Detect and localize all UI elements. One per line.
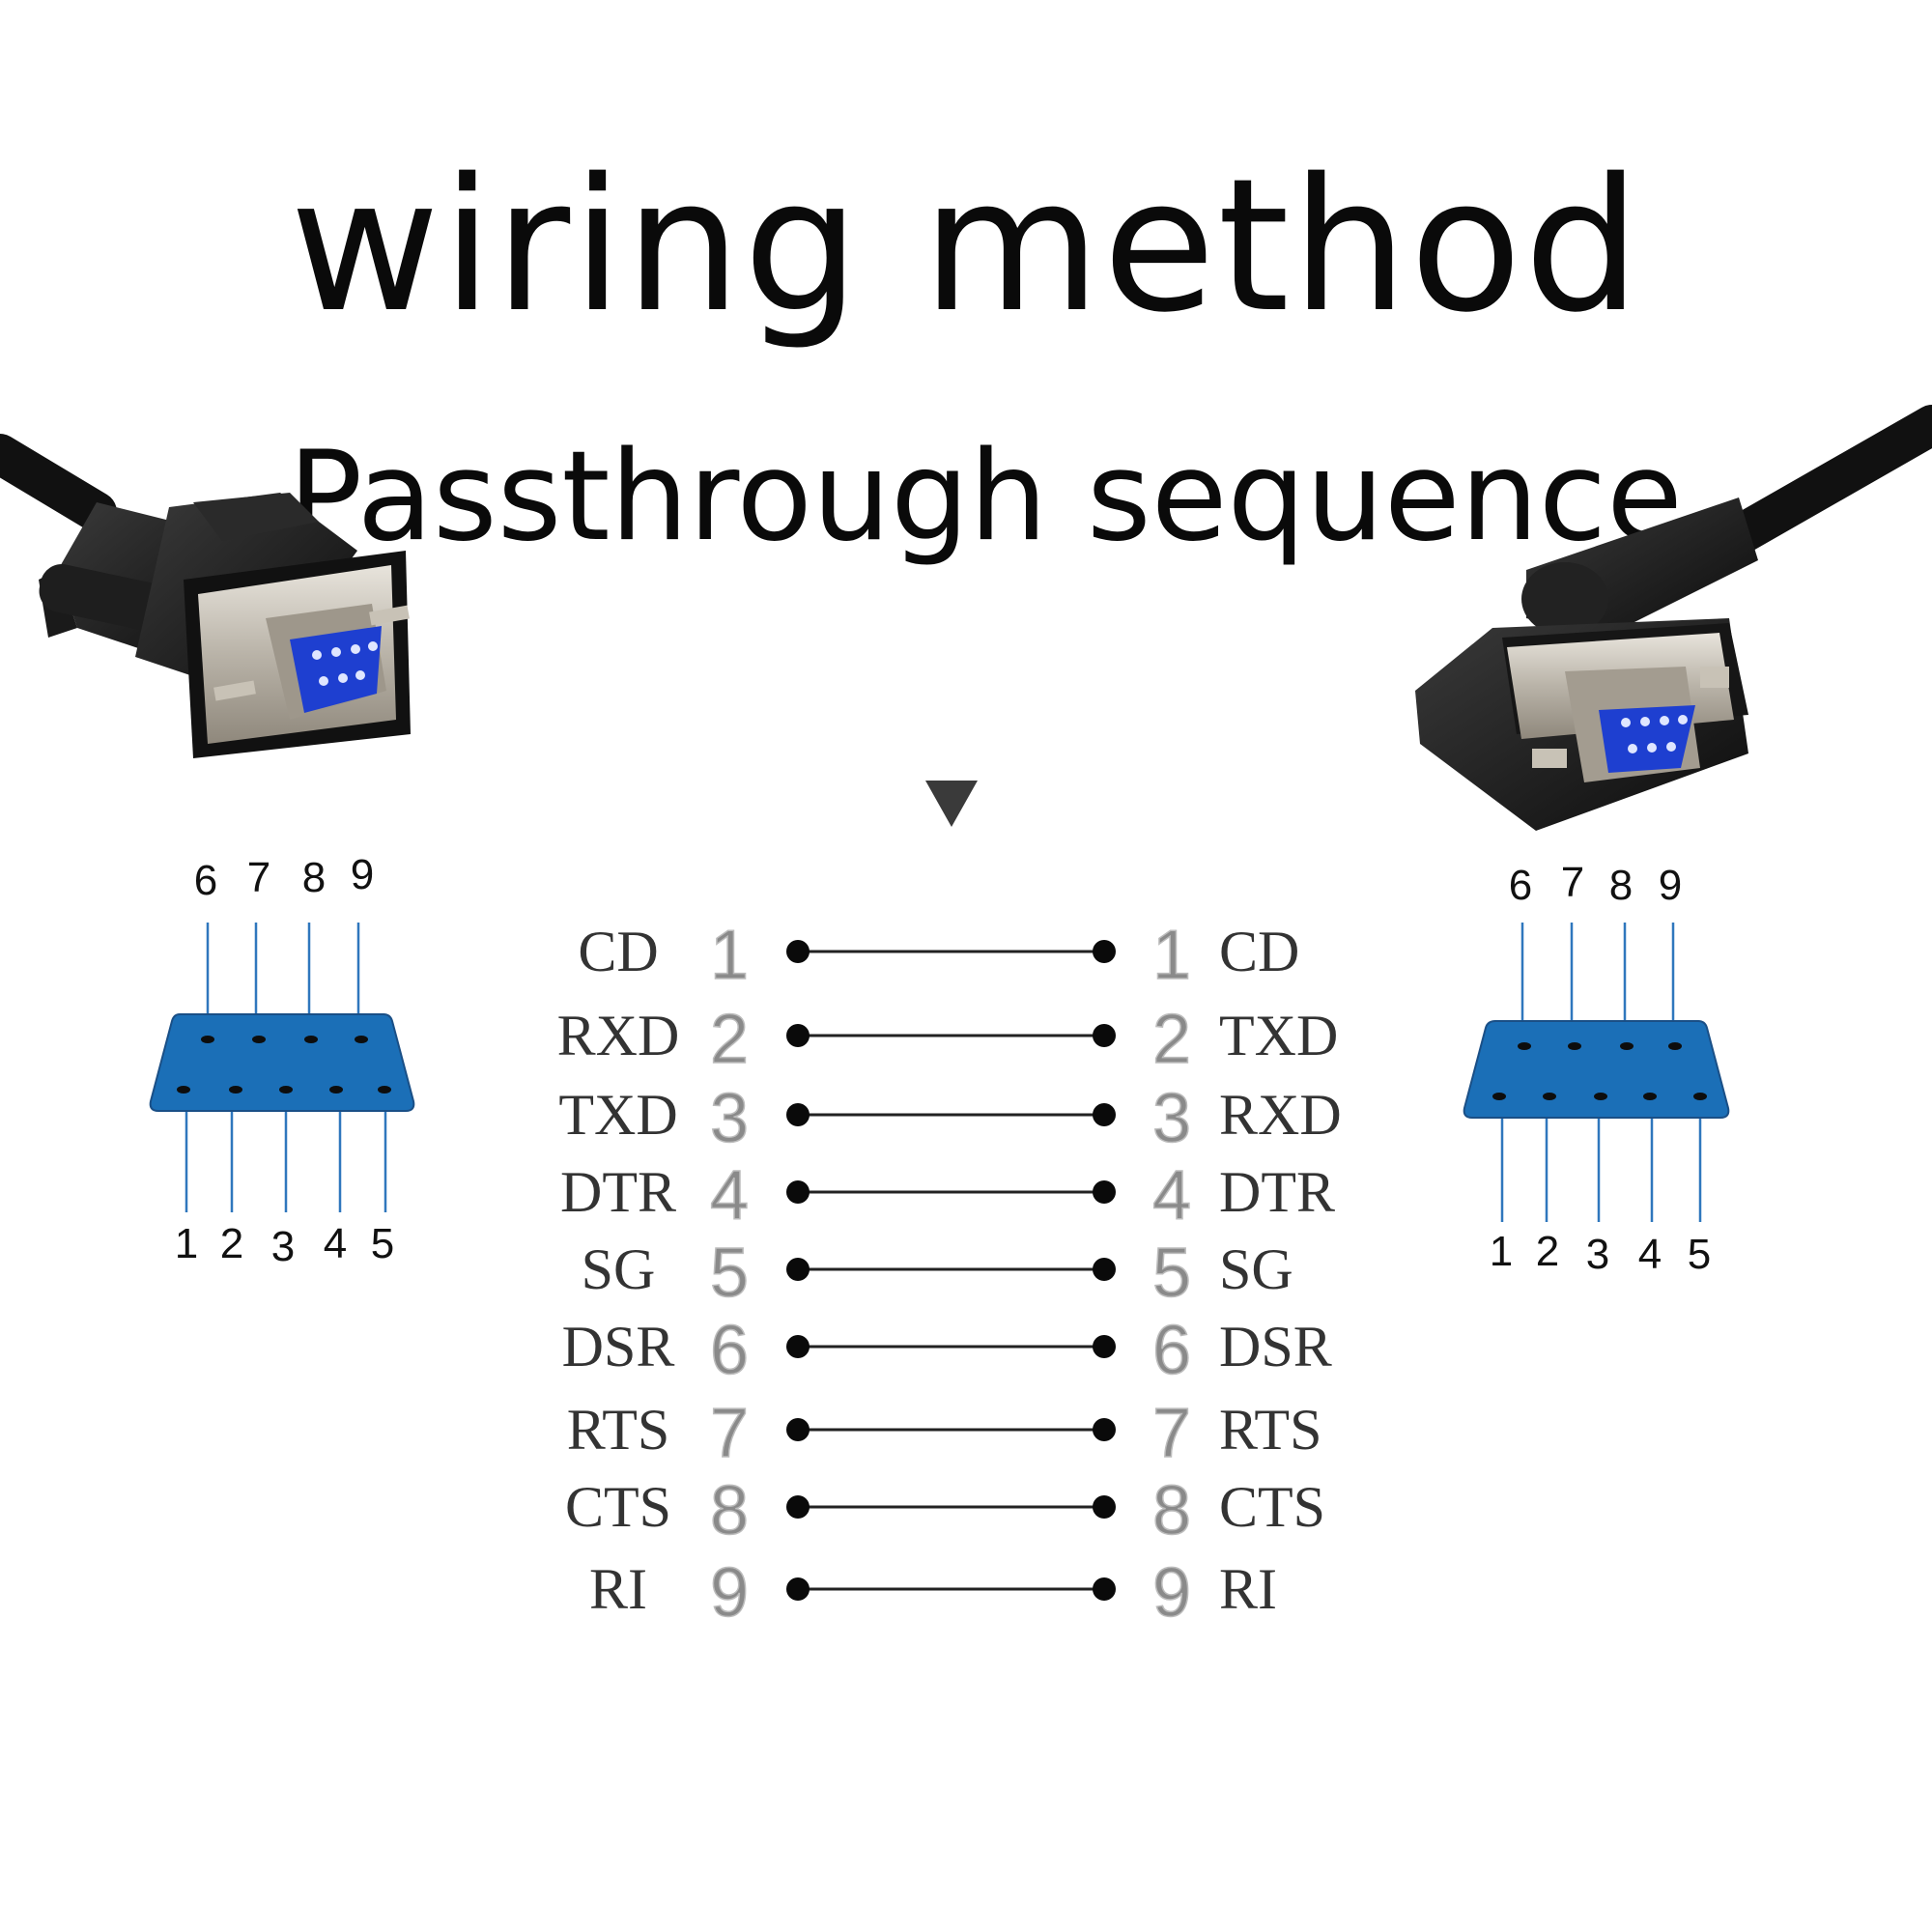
right-pin-number: 9	[1152, 1554, 1191, 1632]
wire-right-dot	[1093, 1024, 1116, 1047]
left-signal-label: SG	[582, 1237, 656, 1301]
right-db9-diagram: 6 7 8 9 1 2 3 4 5	[1463, 859, 1730, 1278]
left-pin-number: 6	[710, 1312, 749, 1389]
wire-right-dot	[1093, 940, 1116, 963]
wiring-row: RTS 7 7 RTS	[567, 1394, 1322, 1473]
wire-left-dot	[786, 1103, 810, 1126]
left-pin-number: 2	[710, 1001, 749, 1078]
left-top-pin-label: 6	[194, 857, 217, 904]
right-bottom-pin-label: 5	[1688, 1231, 1711, 1278]
right-bottom-pin-label: 3	[1586, 1231, 1609, 1278]
right-cable-photo	[1415, 405, 1932, 831]
left-signal-label: RTS	[567, 1398, 669, 1462]
left-pin-number: 9	[710, 1554, 749, 1632]
wire-right-dot	[1093, 1495, 1116, 1519]
wire-left-dot	[786, 1577, 810, 1601]
right-top-pin-label: 7	[1561, 859, 1584, 906]
right-pin-number: 8	[1152, 1472, 1191, 1549]
right-signal-label: DTR	[1219, 1160, 1335, 1224]
right-bottom-pin-label: 4	[1638, 1231, 1662, 1278]
left-db9-pin-lines	[185, 923, 387, 1212]
wire-left-dot	[786, 940, 810, 963]
right-pin-number: 4	[1152, 1157, 1191, 1235]
right-signal-label: TXD	[1219, 1004, 1338, 1067]
left-db9-diagram: 6 7 8 9 1 2 3 4 5	[149, 851, 415, 1270]
right-db9-pin-lines	[1500, 923, 1702, 1222]
right-top-pin-label: 6	[1509, 862, 1532, 909]
left-signal-label: RI	[589, 1557, 647, 1621]
left-top-pin-label: 9	[351, 851, 374, 898]
left-db9-shell	[149, 1013, 415, 1112]
wiring-row: TXD 3 3 RXD	[558, 1079, 1342, 1158]
left-bottom-pin-label: 3	[271, 1223, 295, 1270]
wire-left-dot	[786, 1258, 810, 1281]
down-arrow-icon	[925, 781, 978, 827]
wiring-row: DTR 4 4 DTR	[560, 1156, 1335, 1236]
right-db9-pins	[1492, 1042, 1707, 1100]
right-pin-number: 2	[1152, 1001, 1191, 1078]
right-top-pin-label: 8	[1609, 862, 1633, 909]
right-pin-number: 6	[1152, 1312, 1191, 1389]
right-signal-label: RXD	[1219, 1083, 1342, 1147]
wire-left-dot	[786, 1418, 810, 1441]
wire-left-dot	[786, 1180, 810, 1204]
wire-right-dot	[1093, 1180, 1116, 1204]
wiring-row: SG 5 5 SG	[582, 1234, 1293, 1313]
wiring-row: RXD 2 2 TXD	[557, 1000, 1339, 1079]
left-signal-label: CTS	[565, 1475, 671, 1539]
left-top-pin-label: 8	[302, 854, 326, 901]
wiring-row: CD 1 1 CD	[578, 916, 1299, 995]
left-top-pin-label: 7	[247, 854, 270, 901]
wiring-row: DSR 6 6 DSR	[562, 1311, 1332, 1390]
right-pin-number: 7	[1152, 1395, 1191, 1472]
left-pin-number: 1	[710, 917, 749, 994]
wire-left-dot	[786, 1335, 810, 1358]
left-bottom-pin-label: 4	[324, 1220, 347, 1267]
right-signal-label: CD	[1219, 920, 1299, 983]
right-signal-label: DSR	[1219, 1315, 1332, 1378]
right-pin-number: 3	[1152, 1080, 1191, 1157]
right-signal-label: CTS	[1219, 1475, 1325, 1539]
right-bottom-pin-label: 2	[1536, 1228, 1559, 1275]
page-subtitle: Passthrough sequence	[288, 425, 1683, 569]
left-cable-photo	[0, 434, 411, 758]
right-db9-shell	[1463, 1020, 1730, 1119]
wire-right-dot	[1093, 1577, 1116, 1601]
wire-right-dot	[1093, 1258, 1116, 1281]
wiring-row: RI 9 9 RI	[589, 1553, 1277, 1633]
left-signal-label: RXD	[557, 1004, 680, 1067]
right-signal-label: RI	[1219, 1557, 1277, 1621]
right-bottom-pin-label: 1	[1490, 1228, 1513, 1275]
wire-right-dot	[1093, 1418, 1116, 1441]
left-signal-label: DSR	[562, 1315, 675, 1378]
left-signal-label: TXD	[558, 1083, 677, 1147]
right-signal-label: RTS	[1219, 1398, 1321, 1462]
right-signal-label: SG	[1219, 1237, 1293, 1301]
wire-right-dot	[1093, 1103, 1116, 1126]
page-title: wiring method	[289, 139, 1643, 353]
left-pin-number: 3	[710, 1080, 749, 1157]
left-pin-number: 7	[710, 1395, 749, 1472]
left-bottom-pin-label: 1	[175, 1220, 198, 1267]
wiring-row: CTS 8 8 CTS	[565, 1471, 1325, 1550]
left-db9-pins	[177, 1036, 391, 1094]
left-signal-label: DTR	[560, 1160, 676, 1224]
left-bottom-pin-label: 2	[220, 1220, 243, 1267]
wire-left-dot	[786, 1024, 810, 1047]
right-top-pin-label: 9	[1659, 862, 1682, 909]
left-pin-number: 5	[710, 1235, 749, 1312]
left-pin-number: 8	[710, 1472, 749, 1549]
left-signal-label: CD	[578, 920, 658, 983]
wire-right-dot	[1093, 1335, 1116, 1358]
right-pin-number: 1	[1152, 917, 1191, 994]
left-bottom-pin-label: 5	[371, 1220, 394, 1267]
right-pin-number: 5	[1152, 1235, 1191, 1312]
wire-left-dot	[786, 1495, 810, 1519]
left-pin-number: 4	[710, 1157, 749, 1235]
